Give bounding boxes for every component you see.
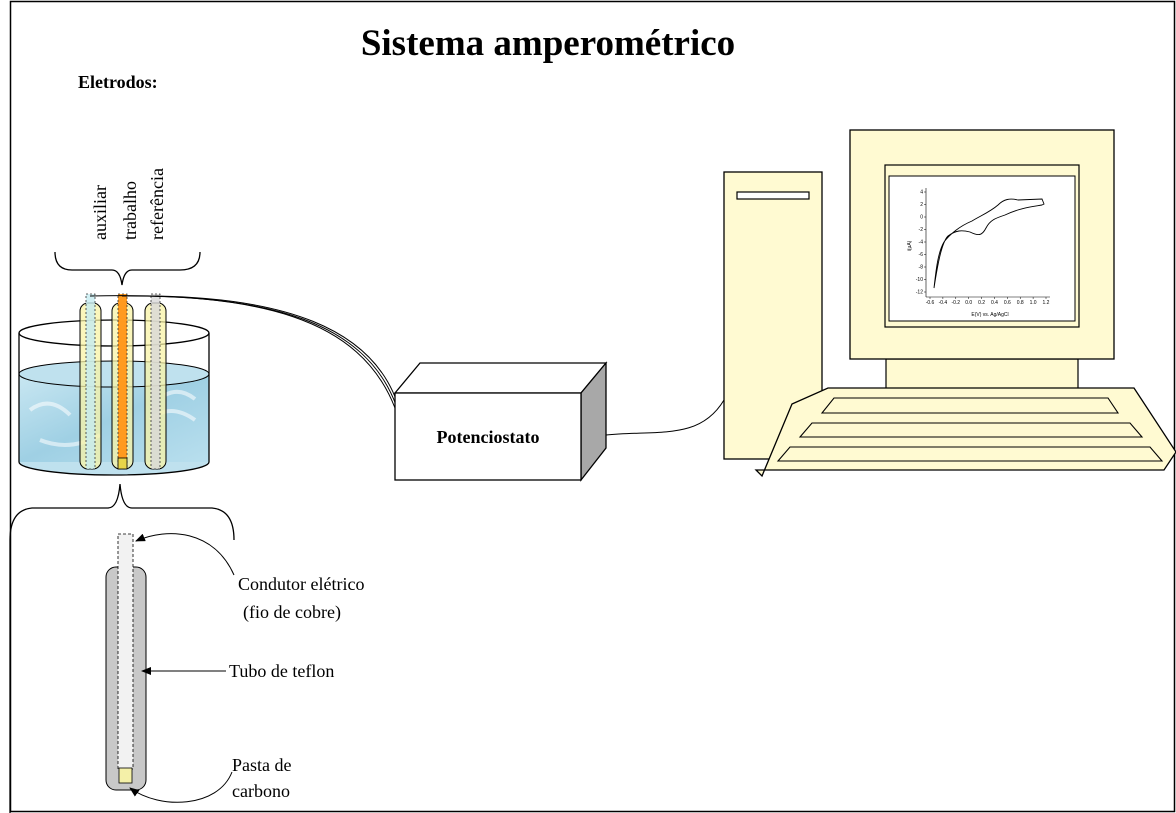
key-row-1 <box>820 397 1120 414</box>
plot-x-tick-label: -0.6 <box>926 300 935 306</box>
plot-x-tick-label: 0.0 <box>965 300 972 306</box>
plot-x-tick-label: 1.0 <box>1030 300 1037 306</box>
conductor-arrow <box>135 533 235 576</box>
electrode-cross-section <box>105 533 147 791</box>
voltammogram-curve <box>933 198 1045 289</box>
plot-x-tick-label: 0.2 <box>978 300 985 306</box>
plot-y-tick-label: -2 <box>919 227 924 233</box>
paste-arrow <box>129 771 233 803</box>
potentiostat: Potenciostato <box>393 361 608 482</box>
disk-drive-slot <box>736 191 810 200</box>
conductor-label-line2: (fio de cobre) <box>243 602 341 623</box>
electrode-trabalho <box>111 293 134 470</box>
plot-x-tick-label: -0.2 <box>951 300 960 306</box>
plot-x-tick-label: -0.4 <box>939 300 948 306</box>
voltammogram-plot: 4 2 0 -2 -4 -6 -8 -10 -12 -0.6 -0.4-0.2 0.0 0.2 0.4 0… <box>907 188 1050 318</box>
plot-y-label: i(µA) <box>907 240 913 251</box>
copper-wire <box>117 533 134 770</box>
keyboard <box>754 387 1176 478</box>
plot-y-tick-label: -8 <box>919 265 924 271</box>
paste-label-line1: Pasta de <box>232 755 291 775</box>
plot-y-tick-label: -10 <box>916 277 923 283</box>
computer-cable <box>605 399 725 436</box>
electrode-cables <box>89 295 398 409</box>
label-trabalho: trabalho <box>120 181 140 240</box>
figure-frame <box>9 0 1176 813</box>
label-auxiliar: auxiliar <box>90 185 110 240</box>
plot-y-tick-label: -6 <box>919 252 924 258</box>
page-title: Sistema amperométrico <box>361 23 735 64</box>
label-referencia: referência <box>147 168 167 240</box>
electrodes-top-brace <box>54 251 201 286</box>
plot-x-tick-label: 0.4 <box>991 300 998 306</box>
plot-x-tick-label: 0.6 <box>1004 300 1011 306</box>
electrode-detail-brace <box>9 483 235 541</box>
plot-y-tick-label: 0 <box>920 215 923 221</box>
plot-y-tick-label: 2 <box>920 202 923 208</box>
carbon-paste <box>118 767 133 784</box>
plot-y-tick-label: -4 <box>919 240 924 246</box>
electrodes-heading: Eletrodos: <box>78 72 158 92</box>
plot-x-tick-label: 0.8 <box>1017 300 1024 306</box>
tube-label: Tubo de teflon <box>229 661 334 681</box>
potentiostat-label: Potenciostato <box>437 427 540 447</box>
electrode-auxiliar <box>79 293 102 470</box>
plot-y-tick-label: -12 <box>916 290 923 296</box>
plot-x-tick-label: 1.2 <box>1043 300 1050 306</box>
plot-x-label: E(V) vs. Ag/AgCl <box>971 312 1008 318</box>
monitor <box>849 129 1115 395</box>
key-row-2 <box>798 422 1144 438</box>
paste-label-line2: carbono <box>232 781 290 801</box>
electrode-referencia <box>144 293 167 470</box>
conductor-label-line1: Condutor elétrico <box>238 574 364 594</box>
key-row-3 <box>776 446 1164 462</box>
plot-y-tick-label: 4 <box>920 190 923 196</box>
